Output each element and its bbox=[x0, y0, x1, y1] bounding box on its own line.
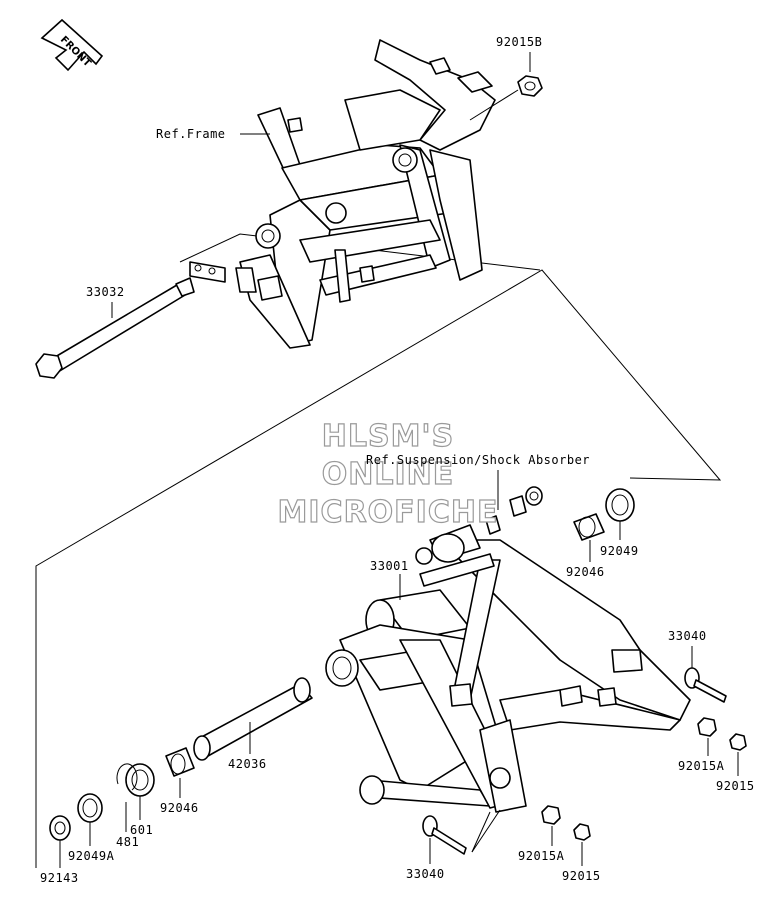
label-92046-top: 92046 bbox=[566, 565, 605, 579]
bushing-small-4 bbox=[415, 547, 433, 565]
label-92143: 92143 bbox=[40, 871, 79, 885]
watermark: HLSM'S ONLINE MICROFICHE bbox=[277, 418, 499, 530]
bushing-pivot-left bbox=[325, 649, 359, 687]
label-92015A-bottom: 92015A bbox=[518, 849, 565, 863]
bushing-small-1 bbox=[525, 486, 543, 506]
watermark-line2: ONLINE bbox=[322, 457, 455, 492]
label-601: 601 bbox=[130, 823, 153, 837]
nut-92015A-bottom bbox=[541, 805, 561, 825]
nut-92015-right bbox=[729, 733, 747, 751]
seal-601 bbox=[125, 763, 155, 797]
circlip-481 bbox=[116, 763, 138, 791]
label-ref-suspension: Ref.Suspension/Shock Absorber bbox=[366, 453, 590, 467]
shaft-33032 bbox=[35, 277, 195, 379]
adjuster-33040-right bbox=[684, 667, 727, 703]
label-92049-top: 92049 bbox=[600, 544, 639, 558]
label-33040-bottom: 33040 bbox=[406, 867, 445, 881]
tube-42036 bbox=[193, 677, 313, 761]
watermark-line3: MICROFICHE bbox=[278, 495, 499, 530]
label-33040-right: 33040 bbox=[668, 629, 707, 643]
collar-92143 bbox=[49, 815, 71, 841]
seal-92049-top bbox=[605, 488, 635, 522]
nut-92015A-right bbox=[697, 717, 717, 737]
group-outline bbox=[35, 269, 722, 868]
label-33001: 33001 bbox=[370, 559, 409, 573]
label-92049A: 92049A bbox=[68, 849, 115, 863]
leader-92015B-to-frame bbox=[469, 89, 519, 121]
bearing-92046-top bbox=[573, 513, 605, 541]
label-92046-bottom: 92046 bbox=[160, 801, 199, 815]
bushing-small-2 bbox=[509, 495, 527, 517]
label-33032: 33032 bbox=[86, 285, 125, 299]
label-42036: 42036 bbox=[228, 757, 267, 771]
seal-92049A bbox=[77, 793, 103, 823]
adjuster-33040-bottom bbox=[422, 815, 467, 855]
label-ref-frame: Ref.Frame bbox=[156, 127, 226, 141]
swingarm-drawing bbox=[339, 524, 691, 813]
leader-33040-bottom-a bbox=[471, 809, 501, 853]
label-92015-right: 92015 bbox=[716, 779, 755, 793]
bushing-small-3 bbox=[485, 515, 501, 535]
nut-92015B bbox=[517, 75, 543, 97]
leader-33040-bottom-b bbox=[471, 811, 491, 853]
label-92015-bottom: 92015 bbox=[562, 869, 601, 883]
watermark-line1: HLSM'S bbox=[322, 419, 454, 454]
label-92015A-right: 92015A bbox=[678, 759, 725, 773]
label-481: 481 bbox=[116, 835, 139, 849]
nut-92015-bottom bbox=[573, 823, 591, 841]
front-arrow-icon: FRONT bbox=[40, 18, 104, 72]
bearing-92046-bottom bbox=[165, 747, 195, 777]
label-92015B: 92015B bbox=[496, 35, 542, 49]
frame-drawing bbox=[189, 39, 496, 349]
